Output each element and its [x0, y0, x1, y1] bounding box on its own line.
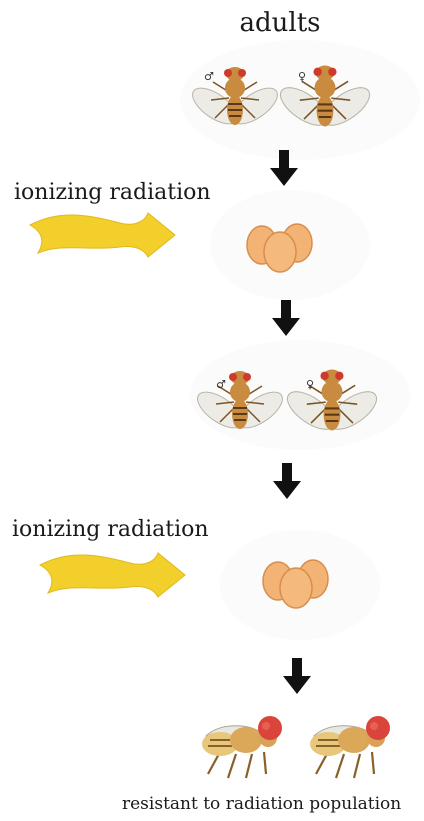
- female-fly-1: [274, 66, 375, 133]
- eggs-1: [247, 224, 312, 272]
- male-fly-2: [192, 371, 288, 435]
- male-symbol-2: ♂: [216, 378, 226, 391]
- down-arrow-3: [273, 463, 301, 499]
- down-arrow-1: [270, 150, 298, 186]
- resistant-fly-1: [202, 716, 282, 778]
- female-symbol-1: ♀: [298, 70, 306, 83]
- down-arrow-4: [283, 658, 311, 694]
- eggs-2: [263, 560, 328, 608]
- female-symbol-2: ♀: [306, 378, 314, 391]
- radiation-wave-2: [40, 553, 185, 597]
- male-symbol-1: ♂: [204, 70, 214, 83]
- resistant-fly-2: [310, 716, 390, 778]
- radiation-wave-1: [30, 213, 175, 257]
- female-fly-2: [281, 370, 382, 437]
- male-fly-1: [187, 67, 283, 131]
- down-arrow-2: [272, 300, 300, 336]
